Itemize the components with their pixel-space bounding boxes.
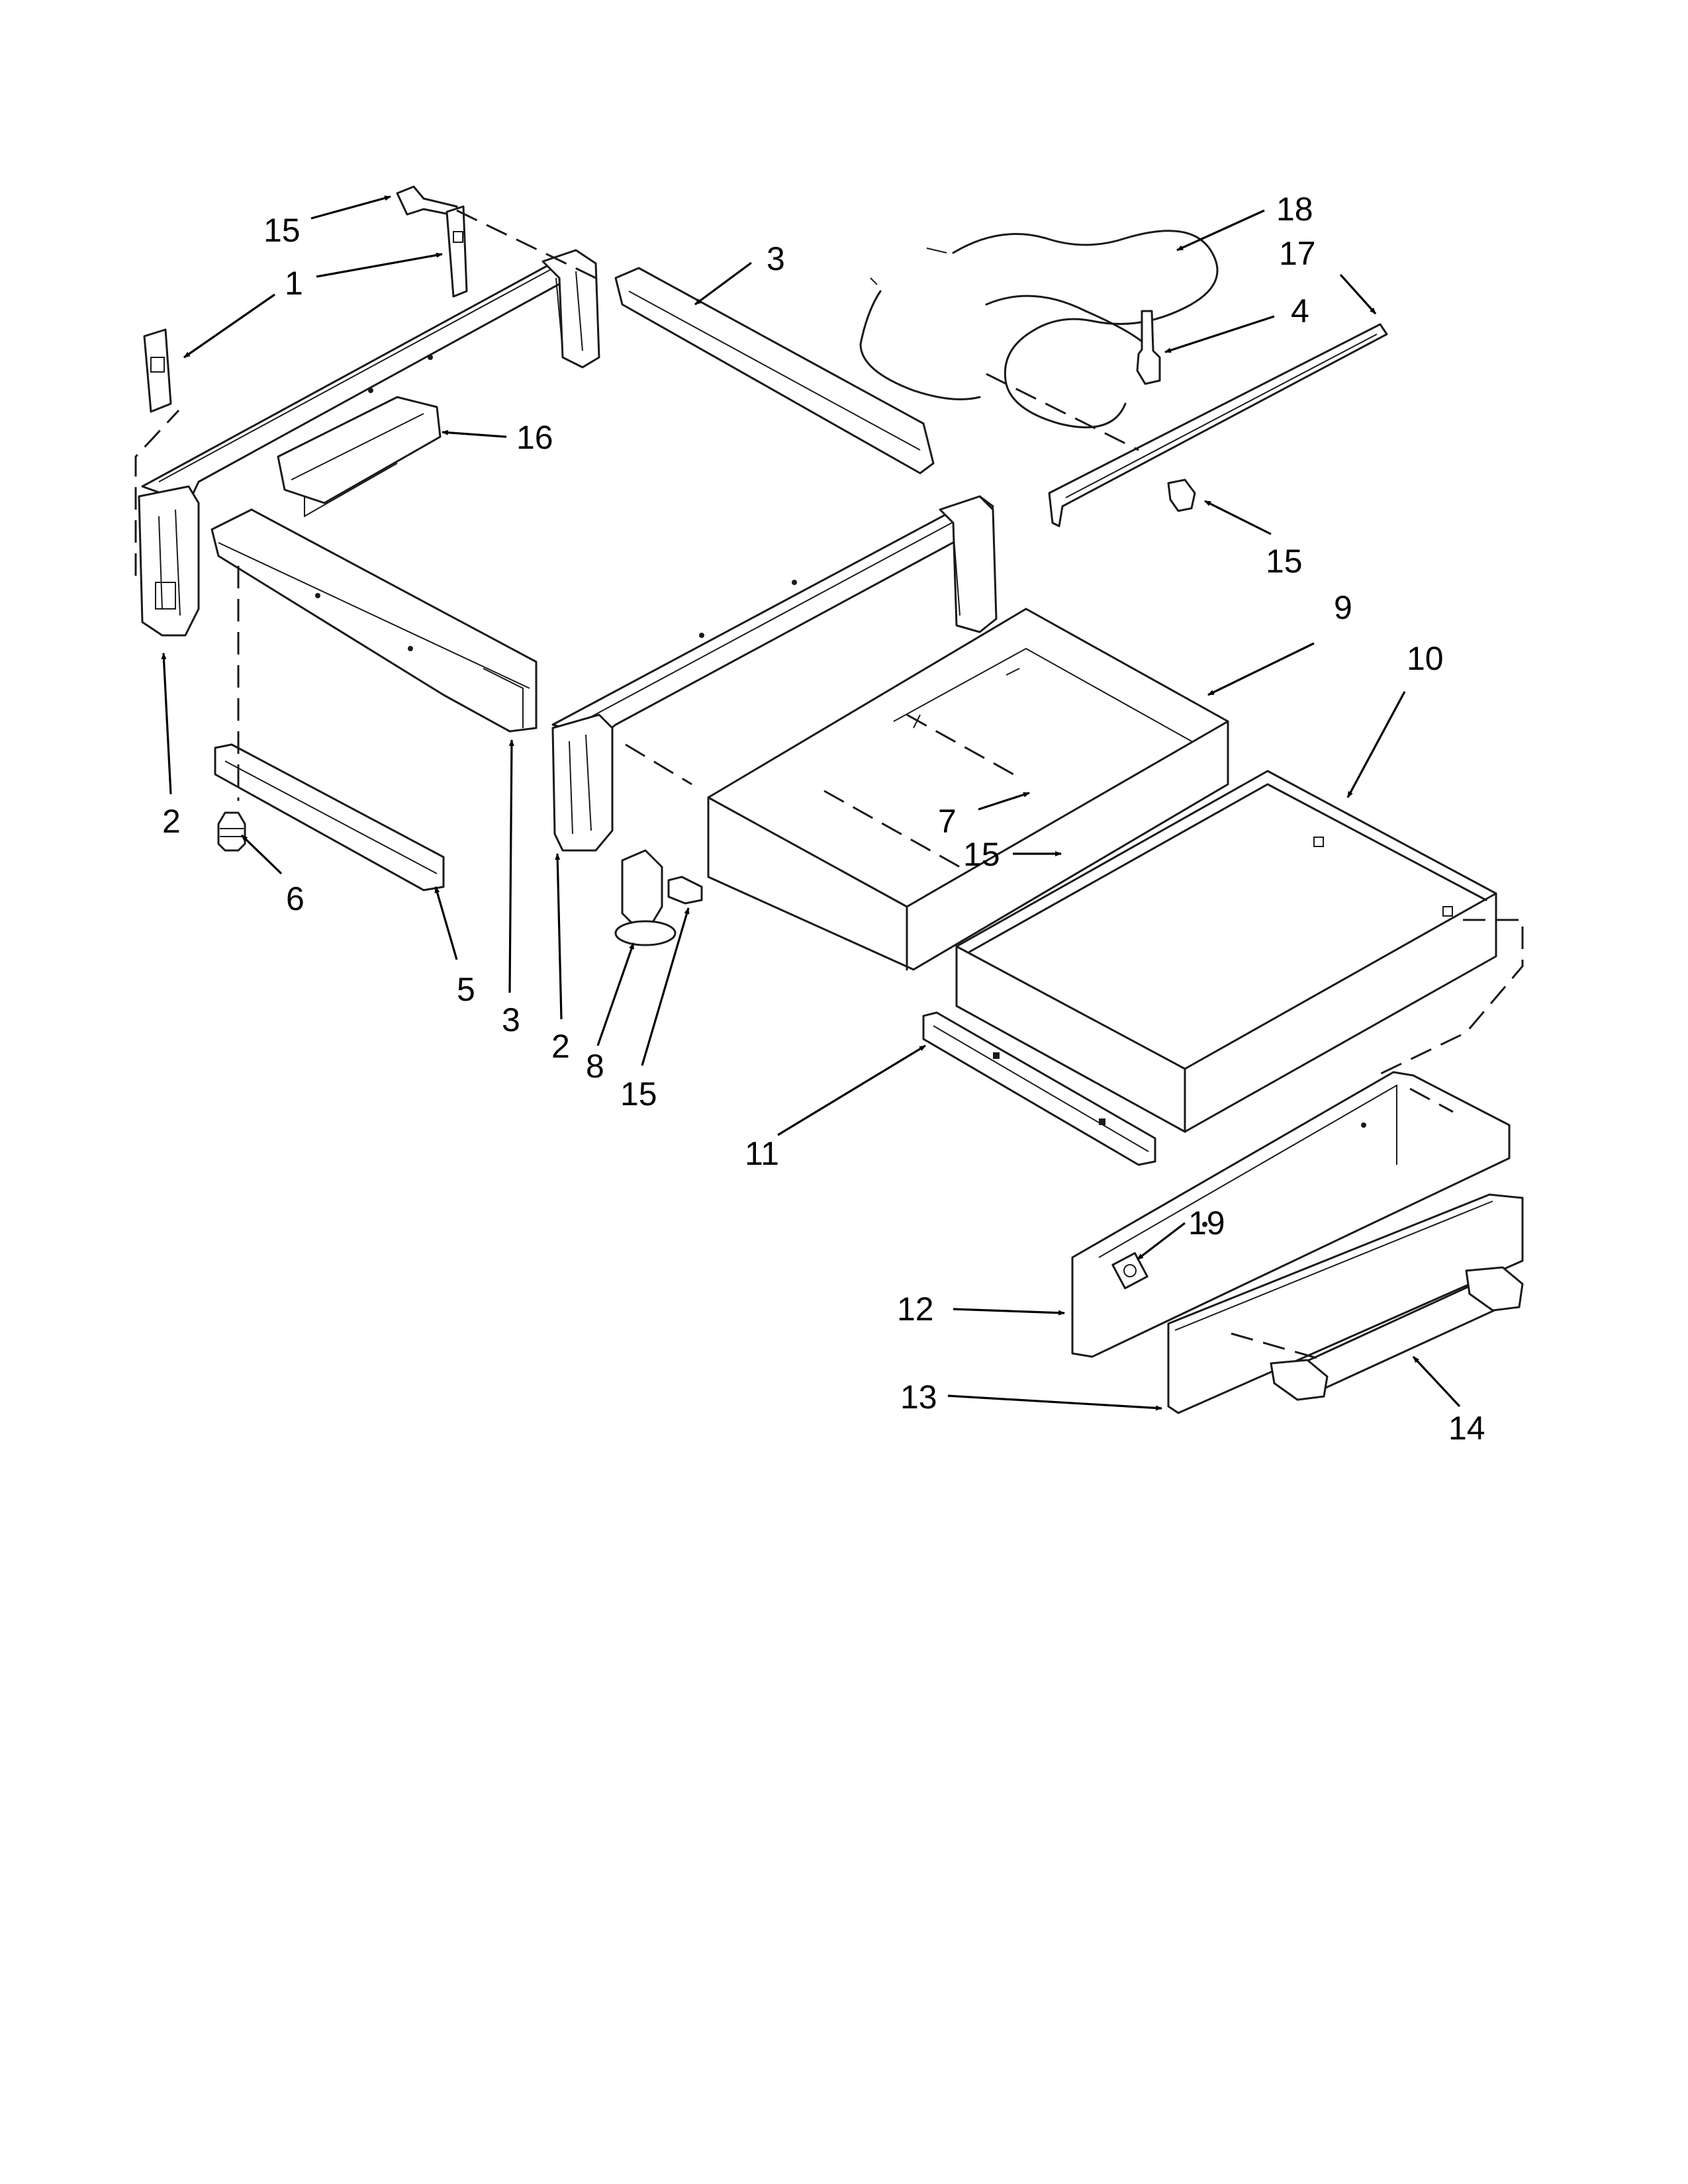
bracket-part-1	[445, 205, 468, 298]
callout-6: 6	[286, 880, 305, 917]
callout-11: 11	[745, 1135, 779, 1172]
leader-arrows	[161, 195, 1461, 1411]
callout-12: 12	[897, 1291, 934, 1328]
outer-panel-part-13	[1167, 1193, 1524, 1414]
bake-element-part-18	[859, 230, 1219, 429]
callout-16: 16	[516, 419, 553, 456]
callout-13: 13	[900, 1379, 937, 1416]
bracket-part-16	[277, 396, 442, 518]
callout-17: 17	[1279, 235, 1316, 272]
leveling-foot-part-6	[217, 811, 246, 852]
callout-labels: 15 1 3 18 17 4 16 15 9 10 2 7 15 6 5 3 2…	[162, 191, 1485, 1447]
drawer-slide-part-11	[922, 1011, 1156, 1166]
callout-9: 9	[1334, 589, 1352, 626]
drawer-part-10	[955, 770, 1497, 1133]
callout-3: 3	[767, 240, 785, 277]
callout-1: 1	[285, 265, 303, 302]
drawer-front-part-12	[1071, 1071, 1511, 1358]
screw-part-4	[1136, 310, 1161, 385]
anti-tip-bracket-part-8	[614, 849, 703, 946]
alignment-lines	[134, 209, 1524, 1361]
bracket-part-17	[1048, 323, 1388, 527]
callout-8: 8	[586, 1048, 604, 1085]
callout-10: 10	[1407, 640, 1444, 677]
callout-15: 15	[1266, 543, 1303, 580]
drawer-slide-part-5	[214, 743, 445, 891]
callout-2: 2	[551, 1028, 570, 1065]
callout-3: 3	[502, 1001, 520, 1038]
callout-2: 2	[162, 803, 181, 840]
handle-part-14	[1270, 1266, 1524, 1401]
frame-assembly	[138, 249, 998, 852]
callout-19: 19	[1188, 1205, 1225, 1242]
callout-14: 14	[1448, 1410, 1485, 1447]
callout-5: 5	[457, 971, 475, 1008]
callout-15: 15	[263, 212, 301, 249]
bracket-part-1-left	[143, 328, 172, 413]
callout-4: 4	[1291, 293, 1309, 330]
switch-part-19	[1111, 1251, 1149, 1290]
callout-15: 15	[963, 836, 1000, 873]
callout-18: 18	[1276, 191, 1313, 228]
callout-15: 15	[620, 1075, 657, 1113]
callout-7: 7	[938, 803, 957, 840]
screw-part-15-right	[1167, 478, 1196, 512]
